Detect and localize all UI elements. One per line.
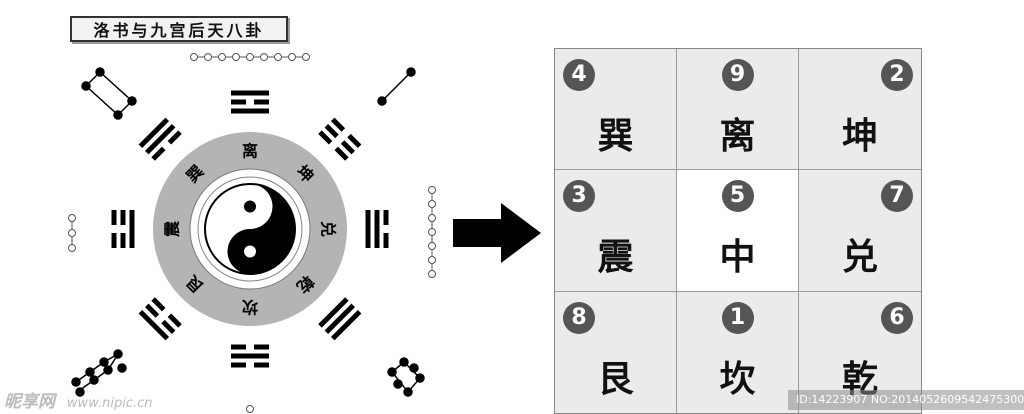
palace-number-badge: 3: [563, 180, 595, 213]
trigram-name: 离: [719, 115, 756, 157]
page-title: 洛书与九宫后天八卦: [70, 16, 288, 42]
trigram-name: 艮: [597, 357, 634, 400]
trigram-gen-icon: [138, 297, 182, 341]
palace-number-badge: 7: [881, 180, 913, 213]
palace-number-badge: 5: [721, 180, 754, 213]
watermark: 昵享网 www.nipic.cn: [4, 387, 153, 412]
image-id-bar: ID:14223907 NO:20140526095424753000: [788, 390, 1024, 410]
luoshu-4-dots: [81, 67, 137, 120]
trigram-xun-icon: [138, 117, 182, 161]
arrow-right-icon: [453, 203, 541, 263]
luoshu-2-dots: [377, 67, 416, 106]
watermark-site: www.nipic.cn: [66, 396, 153, 411]
footer: 昵享网 www.nipic.cn ID:14223907 NO:20140526…: [0, 390, 1024, 414]
palace-number-badge: 4: [563, 59, 595, 91]
ring-label: 坎: [242, 298, 258, 317]
trigram-kan-icon: [231, 344, 269, 368]
palace-number-badge: 8: [563, 301, 595, 334]
trigram-kun-icon: [318, 117, 362, 161]
trigram-name: 兑: [841, 236, 878, 279]
luoshu-3-dots: [68, 214, 76, 252]
ring-label: 兑: [319, 221, 338, 237]
trigram-qian-icon: [318, 297, 362, 341]
trigram-dui-icon: [365, 210, 389, 248]
palace-number-badge: 6: [881, 301, 913, 334]
luoshu-6-dots: [387, 357, 425, 397]
ring-label: 离: [242, 142, 258, 161]
trigram-name: 坤: [841, 115, 878, 157]
palace-number-badge: 9: [721, 59, 754, 91]
trigram-name: 巽: [597, 115, 634, 157]
luoshu-9-dots: [190, 53, 310, 61]
trigram-li-icon: [231, 90, 269, 114]
trigram-name: 中: [719, 236, 756, 279]
luoshu-1-dot: [246, 405, 254, 413]
trigrams: [111, 90, 389, 368]
trigram-zhen-icon: [111, 210, 135, 248]
luoshu-7-dots: [428, 186, 436, 278]
trigram-name: 坎: [719, 357, 756, 400]
watermark-brand: 昵享网: [4, 392, 55, 412]
palace-number-badge: 2: [881, 59, 913, 91]
inner-ring-line: [197, 176, 303, 282]
palace-number-badge: 1: [721, 301, 754, 334]
luoshu-8-dots: [71, 349, 127, 397]
luoshu-dots: [68, 53, 436, 413]
ring-label: 震: [163, 220, 182, 238]
yin-yang-icon: [204, 183, 296, 275]
trigram-name: 震: [597, 236, 634, 279]
